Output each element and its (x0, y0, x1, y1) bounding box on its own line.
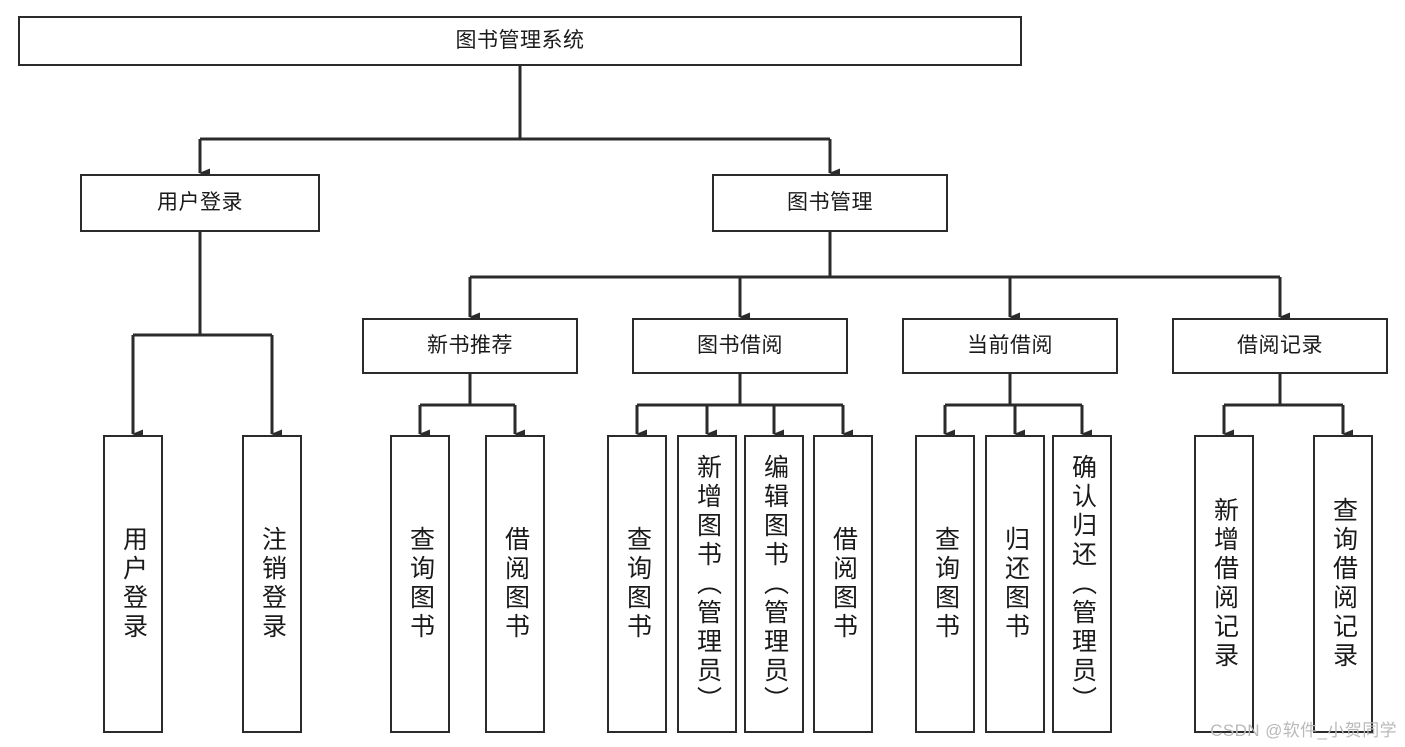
node-leaf-confirm-return[interactable]: 确认归还（管理员） (1052, 435, 1112, 733)
watermark-label: CSDN @软件_小贺同学 (1210, 721, 1397, 740)
node-leaf-query-book-2[interactable]: 查询图书 (607, 435, 667, 733)
node-label: 编辑图书（管理员） (760, 453, 789, 715)
node-label: 新增借阅记录 (1210, 497, 1239, 671)
node-current-borrow[interactable]: 当前借阅 (902, 318, 1118, 374)
node-leaf-borrow-book-2[interactable]: 借阅图书 (813, 435, 873, 733)
node-label: 查询借阅记录 (1329, 497, 1358, 671)
node-label: 图书借阅 (697, 333, 783, 357)
node-label: 新书推荐 (427, 333, 513, 357)
node-book-management[interactable]: 图书管理 (712, 174, 948, 232)
node-label: 归还图书 (1001, 526, 1030, 642)
node-user-login[interactable]: 用户登录 (80, 174, 320, 232)
node-label: 查询图书 (406, 526, 435, 642)
node-leaf-return-book[interactable]: 归还图书 (985, 435, 1045, 733)
node-leaf-borrow-book-1[interactable]: 借阅图书 (485, 435, 545, 733)
node-label: 注销登录 (258, 526, 287, 642)
node-label: 借阅图书 (829, 526, 858, 642)
node-leaf-add-book[interactable]: 新增图书（管理员） (677, 435, 737, 733)
node-root[interactable]: 图书管理系统 (18, 16, 1022, 66)
node-label: 新增图书（管理员） (693, 453, 722, 715)
node-label: 借阅记录 (1237, 333, 1323, 357)
node-label: 用户登录 (157, 190, 243, 214)
node-label: 图书管理 (787, 190, 873, 214)
node-book-borrow[interactable]: 图书借阅 (632, 318, 848, 374)
node-label: 确认归还（管理员） (1068, 453, 1097, 715)
node-leaf-query-book-3[interactable]: 查询图书 (915, 435, 975, 733)
node-label: 查询图书 (931, 526, 960, 642)
node-label: 当前借阅 (967, 333, 1053, 357)
node-label: 图书管理系统 (455, 28, 585, 52)
node-borrow-record[interactable]: 借阅记录 (1172, 318, 1388, 374)
node-label: 借阅图书 (501, 526, 530, 642)
node-leaf-edit-book[interactable]: 编辑图书（管理员） (744, 435, 804, 733)
node-leaf-query-book-1[interactable]: 查询图书 (390, 435, 450, 733)
node-new-book-recommend[interactable]: 新书推荐 (362, 318, 578, 374)
node-leaf-user-login[interactable]: 用户登录 (103, 435, 163, 733)
node-leaf-add-record[interactable]: 新增借阅记录 (1194, 435, 1254, 733)
node-label: 查询图书 (623, 526, 652, 642)
node-leaf-logout[interactable]: 注销登录 (242, 435, 302, 733)
node-leaf-query-record[interactable]: 查询借阅记录 (1313, 435, 1373, 733)
node-label: 用户登录 (119, 526, 148, 642)
